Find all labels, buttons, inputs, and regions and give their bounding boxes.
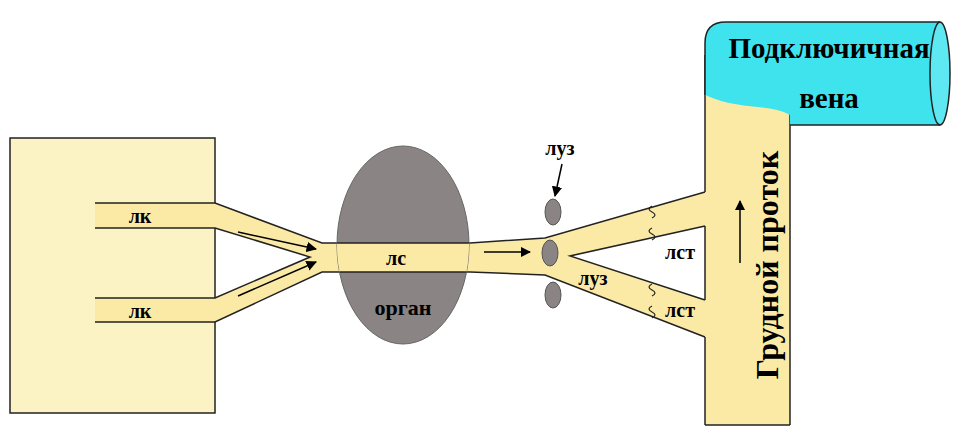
lymph-nodes (542, 199, 561, 308)
part-label: луз (578, 267, 607, 290)
part-label-text: лк (129, 205, 152, 227)
tissue-block (10, 138, 215, 413)
lymph-node (545, 199, 561, 225)
leader-arrow (555, 164, 562, 196)
duct-edge (704, 337, 706, 425)
part-label-text: луз (578, 267, 607, 289)
valve-symbol (649, 306, 655, 318)
part-label: луз (545, 137, 574, 160)
vein-edge (790, 124, 940, 126)
duct-edge (705, 424, 790, 426)
valve-symbol (649, 206, 655, 218)
vessel-edge (336, 271, 470, 273)
flow-arrow (739, 201, 741, 263)
valve-symbol (649, 228, 655, 240)
thoracic-duct: Грудной проток (705, 55, 791, 427)
part-label: лк (129, 300, 152, 323)
flow-arrow (238, 262, 316, 296)
lymph-node (545, 282, 561, 308)
part-label-text: луз (545, 137, 574, 159)
part-label-text: лст (665, 241, 695, 263)
flow-arrow (238, 232, 316, 249)
node-text: орган (375, 295, 432, 320)
part-label-text: лк (129, 300, 152, 322)
flow-arrow (484, 251, 530, 253)
subclavian-vein: Подключичная вена (700, 15, 955, 131)
part-label-text: лст (665, 299, 695, 321)
lymph-node (542, 240, 558, 266)
part-label-text: лс (386, 247, 406, 269)
part-label: лст (665, 241, 695, 264)
duct-edge (704, 226, 706, 300)
organ-ellipse (337, 146, 469, 344)
vessel-band (336, 243, 470, 272)
node-text: Грудной проток (749, 151, 785, 379)
node-text: Подключичная вена (728, 32, 929, 114)
valves (649, 206, 655, 318)
vessel-edge (336, 242, 470, 244)
part-label: лс (386, 247, 406, 270)
part-label: лк (129, 205, 152, 228)
part-label: лст (665, 299, 695, 322)
duct-fill (705, 55, 790, 425)
vein-body (705, 22, 950, 125)
organ-ellipse: орган (336, 145, 470, 345)
vessel-edge (570, 226, 705, 300)
valve-symbol (649, 284, 655, 296)
vessel-edge (95, 228, 310, 298)
vessel-through-organ (336, 243, 470, 272)
vein-end (930, 22, 950, 125)
